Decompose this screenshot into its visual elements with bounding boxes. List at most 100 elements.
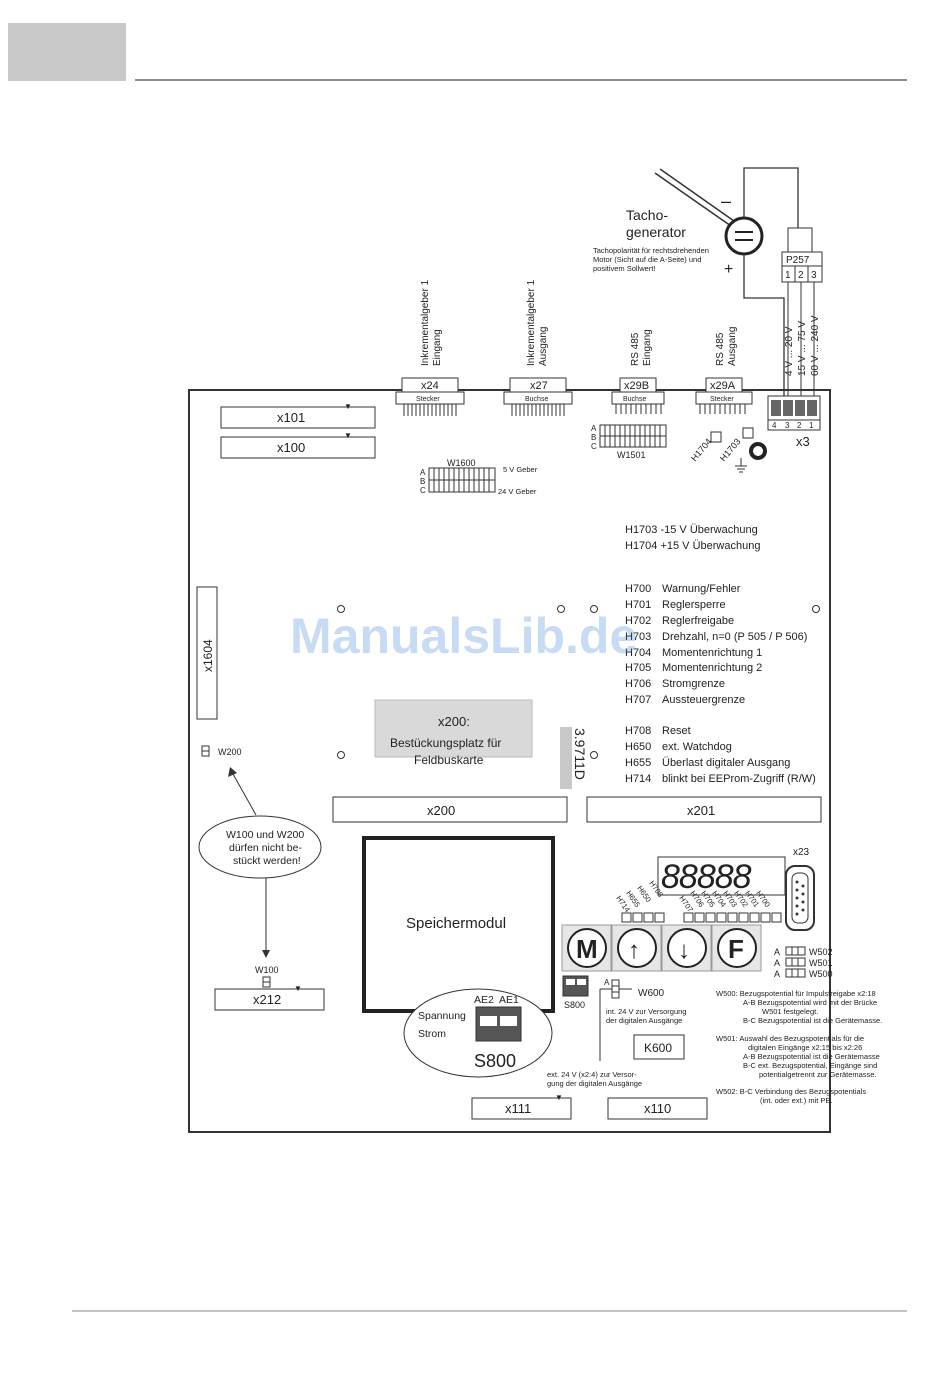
x110-label: x110 [644,1101,671,1116]
w600-label: W600 [638,988,665,999]
tacho-note-1: Tachopolarität für rechtsdrehenden [593,246,709,255]
monitor-leds: H1704 H1703 [689,427,767,473]
led-text-h655: Überlast digitaler Ausgang [662,757,790,769]
led-code-h702: H702 [625,615,651,627]
w1501-row-a: A [591,424,597,433]
board-id-strip [560,727,572,789]
tacho-minus: – [721,191,731,211]
h1704-label: H1704 [689,437,714,464]
w-note-9: potentialgetrennt zur Gerätemasse. [759,1070,877,1079]
w-note-5: W501: Auswahl des Bezugspotentials für d… [716,1034,864,1043]
led-code-h708: H708 [625,725,651,737]
w1600-note-24v: 24 V Geber [498,487,537,496]
w100-label: W100 [255,965,279,975]
connector-x29b: RS 485 Eingang x29B Buchse [611,329,665,414]
x29b-caption-1: RS 485 [630,332,641,366]
tacho-title-2: generator [626,224,686,240]
led-text-h700: Warnung/Fehler [662,583,741,595]
w1501-jumper-block: A B C W1501 [591,424,667,460]
led-text-h704: Momentenrichtung 1 [662,647,762,659]
x3-pin-1: 1 [809,421,814,430]
ground-icon [735,458,747,473]
header-gray-block [8,23,126,81]
jumper-w501-row: A [774,958,780,968]
w600-note-2: der digitalen Ausgänge [606,1016,682,1025]
x212-pin-marker: ▼ [294,984,302,993]
x27-sub: Buchse [525,396,548,403]
x3-pin-2: 2 [797,421,802,430]
key-m-label: M [576,934,598,964]
x3-terminal: 4 3 2 1 x3 [767,395,821,449]
x101-box [220,406,376,429]
memory-module [362,836,555,1013]
x29a-caption-2: Ausgang [727,327,738,366]
led-text-h703: Drehzahl, n=0 (P 505 / P 506) [662,631,807,643]
key-down-label: ↓ [678,937,690,964]
led-legend: H700 Warnung/Fehler H701 Reglersperre H7… [625,583,816,785]
s800-big-label: S800 [474,1051,516,1071]
jumper-notes: W500: Bezugspotential für Impulsfreigabe… [716,989,882,1105]
p257-pin-3: 3 [811,270,817,281]
x23-label: x23 [793,847,810,858]
monitor-legend-2: H1704 +15 V Überwachung [625,540,760,552]
x27-caption-2: Ausgang [538,327,549,366]
x23-connector: x23 [785,847,815,931]
p257-jumper: P257 1 2 3 4 V ... 20 V 15 V ... 75 V 60… [781,227,823,398]
w-note-2: A-B Bezugspotential wird mit der Brücke [743,998,877,1007]
jumper-w502-row: A [774,947,780,957]
w600-row: A [604,978,610,987]
seven-seg-value: 88888 [661,858,752,896]
s800-switch-area: Spannung Strom AE2 AE1 S800 [403,988,553,1078]
k600-label: K600 [644,1041,672,1055]
seven-segment-display: 88888 [657,856,786,896]
jumper-w501-label: W501 [809,958,833,968]
w1600-row-a: A [420,468,426,477]
w1501-row-b: B [591,433,596,442]
h1704-led [710,431,722,443]
led-code-h714: H714 [625,773,651,785]
tacho-note-2: Motor (Sicht auf die A-Seite) und [593,255,701,264]
h1703-led [742,427,754,439]
connector-x27: Inkrementalgeber 1 Ausgang x27 Buchse [503,279,573,416]
w1600-row-c: C [420,486,426,495]
x200-label: x200 [427,803,455,818]
w-note-8: B-C ext. Bezugspotential, Eingänge sind [743,1061,877,1070]
x29a-label: x29A [710,380,736,392]
led-text-h650: ext. Watchdog [662,741,732,753]
x212-label: x212 [253,992,281,1007]
x1604-box [196,586,218,720]
h1703-label: H1703 [718,437,743,464]
w-note-10: W502: B-C Verbindung des Bezugspotential… [716,1087,866,1096]
led-code-h707: H707 [625,694,651,706]
x111-pin-marker: ▼ [555,1093,563,1102]
led-code-h650: H650 [625,741,651,753]
bubble-line-3: stückt werden! [233,855,301,867]
s800-small-label: S800 [564,1000,585,1010]
fieldbus-line2: Bestückungsplatz für [390,736,501,750]
tacho-symbol [724,216,764,256]
x100-box [220,436,376,459]
x101-label: x101 [277,410,305,425]
w1600-jumper-block: W1600 A B C 5 V Geber 24 V Geber [420,458,538,496]
w-note-7: A-B Bezugspotential ist die Gerätemasse [743,1052,880,1061]
led-text-h706: Stromgrenze [662,678,725,690]
w1501-label: W1501 [617,450,646,460]
s800-ae2: AE2 [474,994,494,1006]
range-1: 4 V ... 20 V [784,326,795,376]
board-id: 3.9711D [572,728,588,780]
s800-spannung: Spannung [418,1010,466,1022]
watermark: ManualsLib.de [290,608,637,664]
led-text-h702: Reglerfreigabe [662,615,734,627]
x29a-sub: Stecker [710,396,734,403]
x24-label: x24 [421,380,439,392]
x3-pin-4: 4 [772,421,777,430]
x201-label: x201 [687,803,715,818]
led-text-h701: Reglersperre [662,599,726,611]
w-note-1: W500: Bezugspotential für Impulsfreigabe… [716,989,876,998]
jumper-w500-row: A [774,969,780,979]
w600-jumper: A W600 int. 24 V zur Versorgung der digi… [599,978,686,1061]
bubble-line-2: dürfen nicht be- [229,842,302,854]
x27-caption-1: Inkrementalgeber 1 [526,279,537,366]
tacho-plus: + [724,261,733,278]
jumper-w502-label: W502 [809,947,833,957]
